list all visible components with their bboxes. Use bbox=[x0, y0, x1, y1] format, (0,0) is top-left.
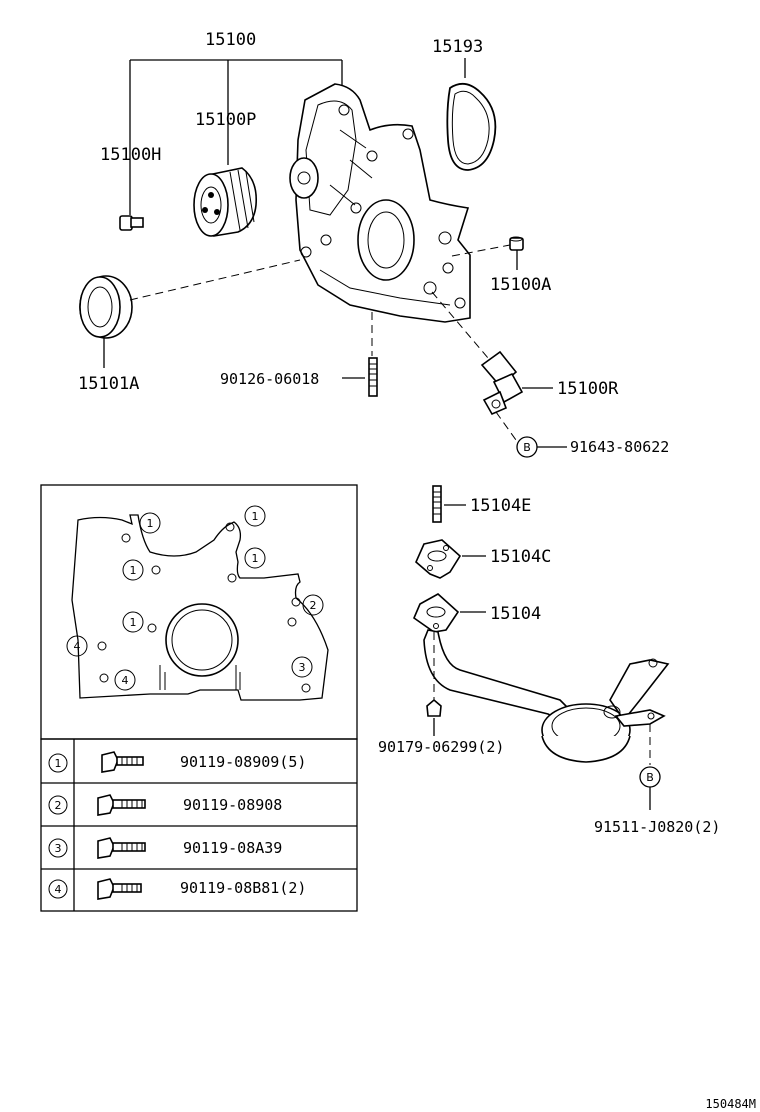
ref-b-lower: B bbox=[646, 771, 654, 784]
inset-callout-4a-text: 4 bbox=[74, 640, 81, 653]
table-row-2: 2 90119-08908 bbox=[48, 794, 282, 816]
dashed-line-15100A bbox=[451, 244, 511, 257]
valve-15100R bbox=[480, 350, 524, 416]
label-15100A: 15100A bbox=[490, 275, 551, 295]
label-90126-06018: 90126-06018 bbox=[220, 370, 319, 388]
inset-callout-1e bbox=[122, 611, 144, 633]
inset-callout-4b-text: 4 bbox=[122, 674, 129, 687]
bolt-table-grid bbox=[41, 739, 357, 911]
label-91643-80622: 91643-80622 bbox=[570, 438, 669, 456]
gasket-15193 bbox=[446, 82, 497, 171]
leader-15100 bbox=[129, 59, 343, 215]
bolt-15100H bbox=[119, 215, 144, 231]
strainer-15104 bbox=[413, 593, 670, 763]
inset-callout-1a bbox=[139, 512, 161, 534]
dashed-line-15100R bbox=[431, 291, 489, 359]
label-15104E: 15104E bbox=[470, 496, 531, 516]
inset-callout-1c bbox=[244, 547, 266, 569]
stud-90126-06018 bbox=[368, 357, 378, 397]
bolt-table bbox=[40, 738, 358, 912]
gasket-15104C bbox=[415, 539, 462, 579]
label-15100: 15100 bbox=[205, 30, 256, 50]
row-1-part: 90119-08909(5) bbox=[180, 753, 306, 771]
table-row-3: 3 90119-08A39 bbox=[48, 837, 282, 859]
label-15101A: 15101A bbox=[78, 374, 139, 394]
bolt-table-frame bbox=[40, 738, 358, 912]
inset-callout-1b-text: 1 bbox=[252, 510, 259, 523]
inset-callout-3 bbox=[291, 656, 313, 678]
inset-pump-outline bbox=[71, 514, 329, 701]
dashed-line-91643 bbox=[495, 411, 517, 441]
row-4-number: 4 bbox=[55, 883, 62, 896]
row-3-number: 3 bbox=[55, 842, 62, 855]
table-row-4: 4 90119-08B81(2) bbox=[48, 878, 306, 900]
label-15100H: 15100H bbox=[100, 145, 161, 165]
label-15104: 15104 bbox=[490, 604, 541, 624]
bolt-icon bbox=[101, 751, 144, 773]
table-row-1: 1 90119-08909(5) bbox=[48, 751, 306, 773]
inset-callouts: 1 1 1 1 1 2 3 4 4 bbox=[66, 505, 324, 691]
inset-callout-2 bbox=[302, 594, 324, 616]
label-15100R: 15100R bbox=[557, 379, 619, 399]
inset-callout-1e-text: 1 bbox=[130, 616, 137, 629]
bolt-icon bbox=[97, 794, 146, 816]
inset-callout-4b bbox=[114, 669, 136, 691]
inset-callout-3-text: 3 bbox=[299, 661, 306, 674]
label-15104C: 15104C bbox=[490, 547, 551, 567]
figure-id: 150484M bbox=[705, 1097, 756, 1111]
row-3-part: 90119-08A39 bbox=[183, 839, 282, 857]
inset-callout-1b bbox=[244, 505, 266, 527]
label-15193: 15193 bbox=[432, 37, 483, 57]
label-91511-J0820: 91511-J0820(2) bbox=[594, 818, 720, 836]
row-1-number: 1 bbox=[55, 757, 62, 770]
dashed-line-15101A bbox=[129, 259, 301, 301]
inset-callout-1d-text: 1 bbox=[130, 564, 137, 577]
oil-pump-body-15100 bbox=[289, 83, 471, 323]
row-4-part: 90119-08B81(2) bbox=[180, 879, 306, 897]
oil-seal-15101A bbox=[79, 275, 133, 339]
bolt-icon bbox=[97, 837, 146, 859]
ref-b-upper: B bbox=[523, 441, 531, 454]
inset-callout-2-text: 2 bbox=[310, 599, 317, 612]
inset-callout-1c-text: 1 bbox=[252, 552, 259, 565]
inset-callout-1d bbox=[122, 559, 144, 581]
row-2-number: 2 bbox=[55, 799, 62, 812]
inset-callout-1a-text: 1 bbox=[147, 517, 154, 530]
row-2-part: 90119-08908 bbox=[183, 796, 282, 814]
gear-15100P bbox=[193, 167, 258, 237]
stud-15104E bbox=[432, 485, 442, 523]
pin-15100A bbox=[509, 236, 524, 251]
inset-callout-4a bbox=[66, 635, 88, 657]
nut-90179 bbox=[426, 698, 442, 717]
label-90179-06299: 90179-06299(2) bbox=[378, 738, 504, 756]
label-15100P: 15100P bbox=[195, 110, 256, 130]
bolt-icon bbox=[97, 878, 142, 900]
